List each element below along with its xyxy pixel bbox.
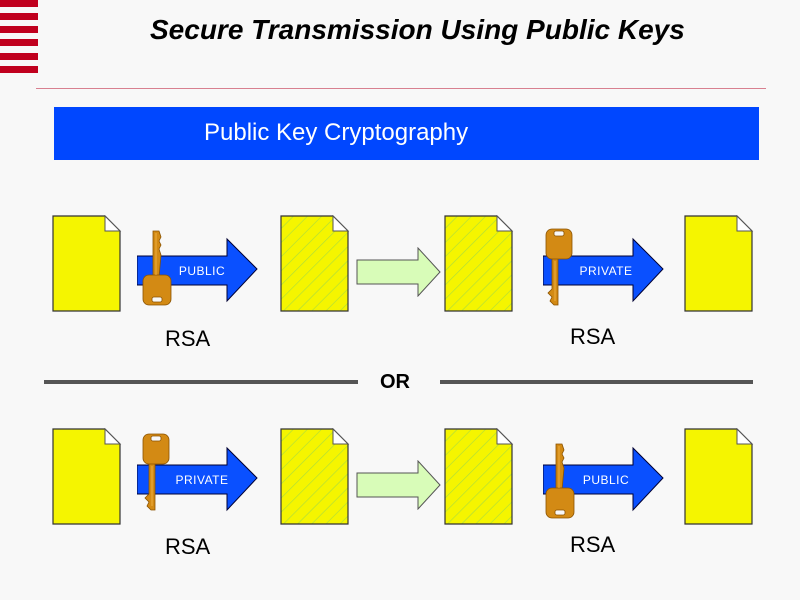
encrypt-key-label: PRIVATE	[175, 473, 228, 487]
key-icon	[545, 228, 573, 306]
encrypted-document-icon	[280, 428, 350, 525]
banner-text: Public Key Cryptography	[204, 119, 469, 146]
separator-label: OR	[380, 371, 410, 393]
section-banner: Public Key Cryptography	[54, 107, 759, 160]
decrypt-key-label: PUBLIC	[583, 473, 629, 487]
separator-line-left	[44, 380, 358, 384]
decrypt-algorithm-label: RSA	[570, 532, 616, 557]
encrypt-algorithm-label: RSA	[165, 326, 211, 351]
decrypt-algorithm-label: RSA	[570, 324, 616, 349]
encrypted-document-icon	[444, 428, 514, 525]
transfer-arrow-icon	[356, 247, 441, 297]
encrypted-document-icon	[444, 215, 514, 312]
title-divider	[36, 88, 766, 89]
decrypt-key-label: PRIVATE	[579, 264, 632, 278]
encrypt-key-label: PUBLIC	[179, 264, 225, 278]
encrypt-arrow-icon: PRIVATE	[137, 446, 258, 512]
slide-title: Secure Transmission Using Public Keys	[150, 14, 685, 45]
encrypt-algorithm-label: RSA	[165, 534, 211, 559]
transfer-arrow-icon	[356, 460, 441, 510]
plain-document-icon	[684, 215, 754, 312]
key-icon	[545, 443, 575, 519]
plain-document-icon	[52, 428, 122, 525]
plain-document-icon	[684, 428, 754, 525]
plain-document-icon	[52, 215, 122, 312]
encrypted-document-icon	[280, 215, 350, 312]
key-icon	[142, 230, 172, 306]
key-icon	[142, 433, 170, 511]
decrypt-arrow-icon: PUBLIC	[543, 446, 664, 512]
separator-line-right	[440, 380, 753, 384]
